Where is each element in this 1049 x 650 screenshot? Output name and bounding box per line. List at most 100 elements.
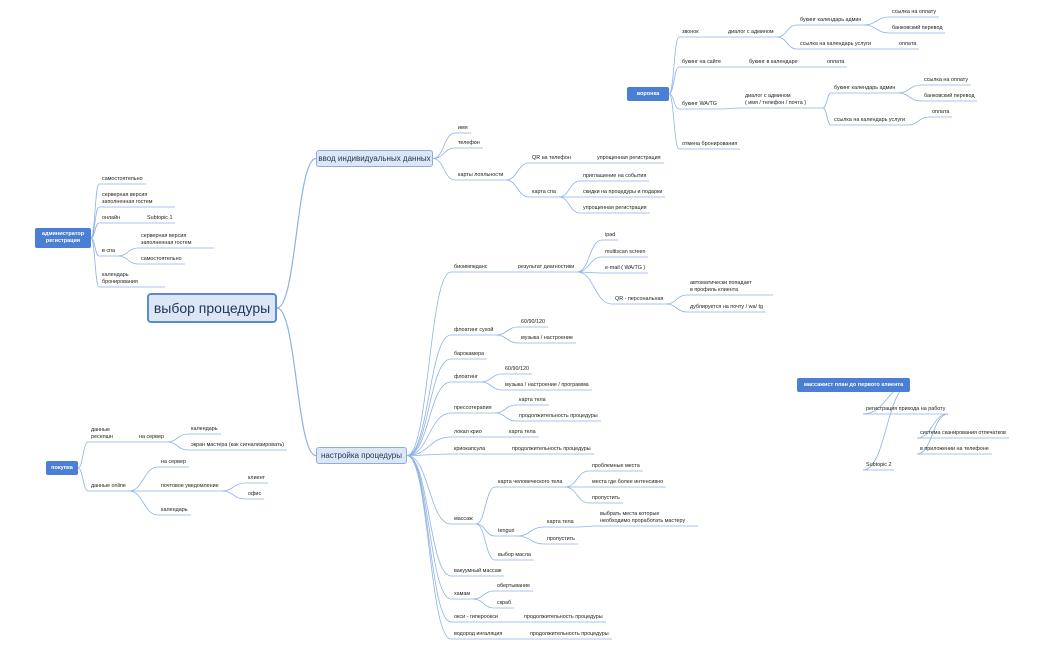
topic-funnel-admin-dialog-2[interactable]: диалог с админом ( имя / телефон / почта… [745,93,807,106]
topic-presso-duration[interactable]: продолжительность процедуры [519,413,598,419]
topic-funnel-payment-2[interactable]: оплата [827,59,845,65]
topic-intensive-areas[interactable]: места где более интенсивно [592,479,664,485]
topic-purchase-to-server-1[interactable]: на сервер [139,434,164,440]
topic-purchase-to-server-2[interactable]: на сервер [161,459,186,465]
topic-masseur-arrival[interactable]: регистрация прихода на работу [866,406,946,412]
topic-hydrogen-duration[interactable]: продолжительность процедуры [530,631,609,637]
topic-masseur-phone-app[interactable]: в приложении на телефоне [920,446,989,452]
topic-purchase-online-data[interactable]: данные online [91,483,126,489]
topic-admin-self-1[interactable]: самостоятельно [102,176,143,182]
topic-dry-float-music[interactable]: музыка / настроение [521,335,573,341]
topic-purchase-reception[interactable]: данные ресепшн [91,427,113,440]
topic-qr-phone[interactable]: QR на телефон [532,155,571,161]
topic-funnel-booking-admin-2[interactable]: букинг календарь админ [834,85,896,91]
main-topic-setup[interactable]: настройка процедуры [316,447,407,464]
topic-funnel-booking-admin-1[interactable]: букинг календарь админ [800,17,862,23]
topic-multiscan[interactable]: multiscan screen [605,249,646,255]
topic-funnel-service-link-1[interactable]: ссылка на календарь услуги [800,41,872,47]
topic-oxy[interactable]: окси - гипероокси [454,614,498,620]
topic-oxy-duration[interactable]: продолжительность процедуры [524,614,603,620]
link-topic-pressotherapy-topic-presso-body [494,404,517,414]
topic-email[interactable]: e-mail ( WA/TG ) [605,265,646,271]
link-main-topic-setup-topic-hydrogen [406,455,452,640]
topic-admin-subtopic-1[interactable]: Subtopic 1 [147,215,173,221]
topic-problem-areas[interactable]: проблемные места [592,463,640,469]
topic-tenguri[interactable]: tenguri [498,528,515,534]
topic-presso-body[interactable]: карта тела [519,397,546,403]
topic-cryocapsule-duration[interactable]: продолжительность процедуры [512,446,591,452]
topic-auto-profile[interactable]: автоматически попадает в профиль клиента [690,280,752,293]
topic-name[interactable]: имя [458,125,468,131]
topic-skip-1[interactable]: пропустить [592,495,620,501]
topic-funnel-cancel[interactable]: отмена бронирования [682,141,738,147]
topic-funnel-payment-3[interactable]: оплата [932,109,950,115]
topic-qr-personal[interactable]: QR - персональная [615,296,664,302]
topic-admin-calendar[interactable]: календарь бронирования [102,272,138,285]
topic-spa-card[interactable]: карта спа [532,189,556,195]
topic-vacuum[interactable]: вакуумный массаж [454,568,502,574]
topic-funnel-booking-calendar[interactable]: букинг в календаре [749,59,798,65]
topic-scrub[interactable]: скраб [497,600,512,606]
topic-admin-in-spa[interactable]: в спа [102,248,115,254]
topic-human-body[interactable]: карта человеческого тела [498,479,563,485]
topic-floating[interactable]: флоатинг [454,374,478,380]
topic-ipad[interactable]: ipad [605,232,616,238]
topic-funnel-booking-watg[interactable]: букинг WA/TG [682,101,717,107]
topic-funnel-pay-link-1[interactable]: ссылка на оплату [892,9,937,15]
topic-dry-float-time[interactable]: 60/90/120 [521,319,545,325]
topic-dry-float[interactable]: флоатинг сухой [454,327,494,333]
topic-diag-result[interactable]: результат диагностики [518,264,575,270]
topic-purchase-calendar-1[interactable]: календарь [191,426,218,432]
topic-admin-online[interactable]: онлайн [102,215,121,221]
topic-funnel-bank-1[interactable]: банковский перевод [892,25,943,31]
link-floating-topic-funnel-topic-funnel-call [668,36,680,95]
topic-local-cryo[interactable]: локал крио [454,429,482,435]
topic-funnel-payment-1[interactable]: оплата [899,41,917,47]
topic-simple-reg-1[interactable]: упрощенная регистрация [597,155,661,161]
floating-topic-funnel[interactable]: воронка [627,87,669,101]
topic-barochamber[interactable]: барокамера [454,351,485,357]
topic-funnel-admin-dialog[interactable]: диалог с админом [728,29,774,35]
topic-dup-mail[interactable]: дублируется на почту / wa/ tg [690,304,763,310]
topic-simple-reg-2[interactable]: упрощенная регистрация [583,205,647,211]
topic-masseur-subtopic-2[interactable]: Subtopic 2 [866,462,892,468]
central-topic[interactable]: выбор процедуры [147,293,277,323]
topic-loyalty[interactable]: карты лояльности [458,172,504,178]
floating-topic-masseur[interactable]: массажист план до первого клиента [797,378,910,392]
topic-skip-2[interactable]: пропустить [547,536,575,542]
topic-admin-self-2[interactable]: самостоятельно [141,256,182,262]
topic-funnel-bank-2[interactable]: банковский перевод [924,93,975,99]
topic-funnel-pay-link-2[interactable]: ссылка на оплату [924,77,969,83]
topic-oil[interactable]: выбор масла [498,552,531,558]
topic-admin-server-2[interactable]: серверная версия заполненная гостем [141,233,192,246]
topic-bioimpedance[interactable]: биоимпеданс [454,264,488,270]
topic-floating-music[interactable]: музыка / настроение / программа [505,382,589,388]
topic-hydrogen[interactable]: водород ингаляция [454,631,503,637]
topic-discounts[interactable]: скидки на процедуры и подарки [583,189,663,195]
topic-cryo-body[interactable]: карта тела [509,429,536,435]
topic-purchase-calendar-2[interactable]: календарь [161,507,188,513]
topic-admin-server-1[interactable]: серверная версия заполненная гостем [102,192,153,205]
topic-select-areas[interactable]: выбрать места которые необходимо прорабо… [600,511,686,524]
topic-funnel-call[interactable]: звонок [682,29,699,35]
floating-topic-purchase[interactable]: покупка [46,461,78,475]
topic-phone[interactable]: телефон [458,140,480,146]
topic-cryocapsule[interactable]: криокапсула [454,446,486,452]
topic-funnel-service-link-2[interactable]: ссылка на календарь услуги [834,117,906,123]
topic-invite[interactable]: приглашение на события [583,173,647,179]
main-topic-input[interactable]: ввод индивидуальных данных [316,150,433,167]
topic-purchase-client[interactable]: клиент [248,475,266,481]
topic-wrap[interactable]: обертывание [497,583,531,589]
topic-tenguri-body[interactable]: карта тела [547,519,574,525]
topic-pressotherapy[interactable]: прессотерапия [454,405,492,411]
floating-topic-admin[interactable]: администратор регистрация [35,228,91,248]
topic-massage[interactable]: массаж [454,516,473,522]
topic-hammam[interactable]: хамам [454,591,471,597]
topic-purchase-office[interactable]: офис [248,491,262,497]
topic-purchase-mail[interactable]: почтовое уведомление [161,483,219,489]
topic-purchase-master-screen[interactable]: экран мастера (как сигнализировать) [191,442,285,448]
topic-floating-time[interactable]: 60/90/120 [505,366,529,372]
topic-funnel-site-booking[interactable]: букинг на сайте [682,59,722,65]
topic-masseur-fingerprint[interactable]: система сканирования отпечатков [920,430,1006,436]
